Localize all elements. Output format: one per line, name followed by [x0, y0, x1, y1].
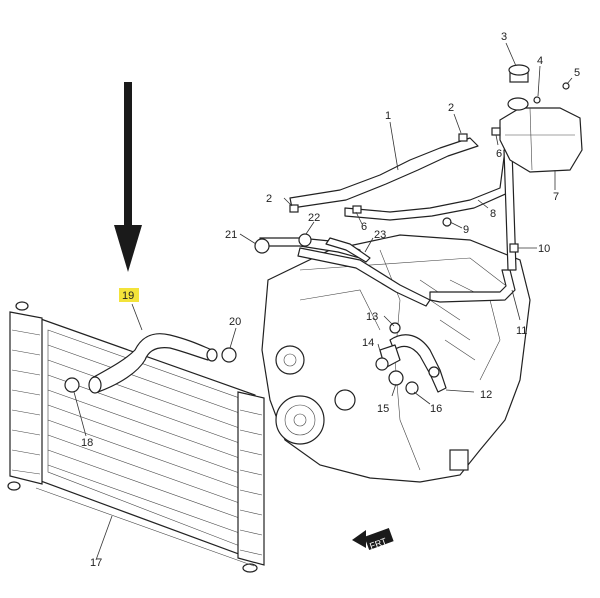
callout-5: 5 — [574, 67, 580, 79]
clamp-20 — [221, 347, 237, 363]
clamp-2b — [289, 204, 299, 213]
callout-22: 22 — [308, 212, 320, 224]
callout-19: 19 — [122, 290, 134, 302]
highlight-19 — [119, 288, 139, 302]
clamp-9 — [442, 217, 452, 227]
callout-3: 3 — [501, 31, 507, 43]
callouts: 1 2 2 3 4 5 6 6 7 8 9 10 11 12 13 14 15 … — [81, 31, 580, 569]
callout-18: 18 — [81, 437, 93, 449]
clamp-6b — [352, 205, 362, 214]
callout-11: 11 — [516, 325, 527, 337]
radiator — [7, 301, 265, 573]
leader-lines — [73, 42, 573, 561]
down-arrow-icon — [114, 82, 142, 272]
callout-16: 16 — [430, 403, 442, 415]
callout-2b: 2 — [266, 193, 272, 205]
front-direction-icon: FRT — [352, 527, 394, 551]
bolt-4 — [533, 96, 541, 104]
bolt-5 — [562, 82, 570, 90]
callout-9: 9 — [463, 224, 469, 236]
lower-hose — [389, 334, 447, 393]
upper-radiator-hose — [88, 333, 218, 394]
callout-6b: 6 — [361, 221, 367, 233]
callout-6a: 6 — [496, 148, 502, 160]
callout-14: 14 — [362, 337, 374, 349]
heater-hose-1 — [289, 137, 479, 209]
hose-11 — [429, 269, 516, 303]
callout-8: 8 — [490, 208, 496, 220]
callout-23: 23 — [374, 229, 386, 241]
clamp-2a — [458, 133, 468, 142]
callout-1: 1 — [385, 110, 391, 122]
callout-2a: 2 — [448, 102, 454, 114]
callout-12: 12 — [480, 389, 492, 401]
callout-17: 17 — [90, 557, 102, 569]
callout-21: 21 — [225, 229, 237, 241]
callout-13: 13 — [366, 311, 378, 323]
clamp-10 — [509, 243, 519, 253]
callout-4: 4 — [537, 55, 543, 67]
coolant-reservoir — [499, 64, 583, 173]
clamp-6a — [491, 127, 501, 136]
callout-15: 15 — [377, 403, 389, 415]
callout-10: 10 — [538, 243, 550, 255]
callout-20: 20 — [229, 316, 241, 328]
callout-7: 7 — [553, 191, 559, 203]
clamp-18 — [64, 377, 80, 393]
